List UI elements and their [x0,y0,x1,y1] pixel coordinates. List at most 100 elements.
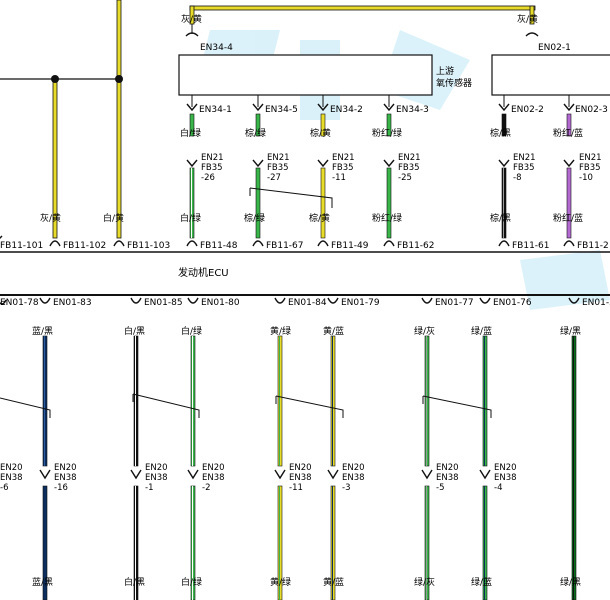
svg-text:绿/灰: 绿/灰 [414,325,435,337]
svg-text:-2: -2 [202,483,210,493]
svg-text:EN01-77: EN01-77 [435,298,474,308]
svg-text:蓝/黑: 蓝/黑 [32,325,53,337]
svg-text:FB11-67: FB11-67 [266,241,304,251]
svg-text:EN20: EN20 [342,463,365,473]
svg-text:棕/黑: 棕/黑 [490,212,511,224]
svg-text:EN21: EN21 [513,153,536,163]
svg-text:-3: -3 [342,483,350,493]
svg-text:黄/蓝: 黄/蓝 [323,576,344,588]
svg-text:白/黑: 白/黑 [124,576,145,588]
svg-text:EN20: EN20 [494,463,517,473]
svg-text:FB11-2: FB11-2 [577,241,609,251]
svg-text:EN38: EN38 [54,473,77,483]
svg-text:-16: -16 [54,483,68,493]
wire-en01-80: EN01-80 白/绿 EN20 EN38 -2 白/绿 [181,297,240,600]
svg-text:EN34-1: EN34-1 [199,105,232,115]
svg-text:灰/黄: 灰/黄 [517,13,538,25]
svg-text:FB35: FB35 [267,163,289,173]
svg-text:-11: -11 [332,173,346,183]
svg-text:绿/黑: 绿/黑 [560,325,581,337]
wire-en01-5: EN01-5 绿/黑 绿/黑 [560,297,610,600]
sensor-box [178,54,433,96]
svg-text:氧传感器: 氧传感器 [436,77,472,89]
svg-text:发动机ECU: 发动机ECU [178,266,229,279]
wire-en01-83: EN01-83 蓝/黑 EN20 EN38 -16 蓝/黑 [32,297,92,600]
svg-text:黄/绿: 黄/绿 [270,325,291,337]
svg-text:白/绿: 白/绿 [181,576,202,588]
wire-en02-2: EN02-2 棕/黑 EN21 FB35 -8 棕/黑 [490,95,544,239]
svg-text:粉红/绿: 粉红/绿 [372,212,402,224]
downstream-wires: EN02-2 棕/黑 EN21 FB35 -8 棕/黑 EN02-3 粉红/蓝 … [490,95,608,239]
twisted-pair-marker [422,395,492,418]
wire-en34-1: EN34-1 白/绿 EN21 FB35 -26 白/绿 [180,95,232,239]
svg-text:EN01-83: EN01-83 [53,298,92,308]
svg-text:EN20: EN20 [145,463,168,473]
svg-text:绿/蓝: 绿/蓝 [471,576,492,588]
svg-text:-25: -25 [398,173,412,183]
svg-text:-6: -6 [0,483,8,493]
svg-text:EN34-2: EN34-2 [330,105,363,115]
wire-en01-84: EN01-84 黄/绿 EN20 EN38 -11 黄/绿 [270,297,327,600]
svg-text:FB11-103: FB11-103 [127,241,170,251]
junction-dot [51,75,59,83]
upstream-o2-sensor: 灰/黄 EN34-4 上游 氧传感器 [178,13,472,96]
svg-text:白/绿: 白/绿 [180,127,201,139]
svg-text:EN20: EN20 [202,463,225,473]
wire-en01-76: EN01-76 绿/蓝 EN20 EN38 -4 绿/蓝 [471,297,532,600]
svg-text:FB11-61: FB11-61 [512,241,550,251]
svg-text:EN01-80: EN01-80 [201,298,240,308]
svg-text:EN20: EN20 [54,463,77,473]
wire-en34-2: EN34-2 棕/黄 EN21 FB35 -11 棕/黄 [309,95,363,239]
svg-text:EN01-84: EN01-84 [288,298,327,308]
wire-en01-79: EN01-79 黄/蓝 EN20 EN38 -3 黄/蓝 [323,297,380,600]
svg-text:黄/绿: 黄/绿 [270,576,291,588]
svg-text:绿/蓝: 绿/蓝 [471,325,492,337]
svg-text:白/绿: 白/绿 [180,212,201,224]
svg-text:灰/黄: 灰/黄 [40,212,61,224]
svg-text:EN38: EN38 [342,473,365,483]
svg-text:EN02-3: EN02-3 [575,105,608,115]
svg-text:-5: -5 [436,483,444,493]
top-power-bus [116,0,536,239]
svg-text:EN34-5: EN34-5 [265,105,298,115]
svg-text:绿/灰: 绿/灰 [414,576,435,588]
svg-text:-10: -10 [579,173,593,183]
svg-text:EN34-4: EN34-4 [200,43,233,53]
ecu-bottom-wires: EN01-78 EN20 EN38 -6 EN01-83 蓝/黑 EN20 EN… [0,297,610,600]
downstream-o2-sensor: 灰/黄 EN02-1 [491,13,610,96]
svg-text:EN21: EN21 [398,153,421,163]
svg-text:EN21: EN21 [332,153,355,163]
svg-text:棕/黄: 棕/黄 [309,212,330,224]
connector-symbol [185,32,199,37]
top-left-wire-labels: 灰/黄 白/黄 [40,212,124,224]
svg-text:灰/黄: 灰/黄 [181,13,202,25]
svg-text:FB35: FB35 [332,163,354,173]
svg-text:上游: 上游 [436,65,454,77]
svg-text:EN38: EN38 [202,473,225,483]
svg-text:棕/绿: 棕/绿 [245,127,266,139]
svg-text:EN38: EN38 [494,473,517,483]
wire-en01-78: EN01-78 EN20 EN38 -6 [0,298,39,493]
svg-text:FB35: FB35 [398,163,420,173]
wire-en34-5: EN34-5 棕/绿 EN21 FB35 -27 棕/绿 [244,95,298,239]
svg-text:-4: -4 [494,483,502,493]
left-ground-line [0,75,123,239]
svg-text:EN38: EN38 [289,473,312,483]
svg-text:FB11-102: FB11-102 [63,241,106,251]
wire-en01-77: EN01-77 绿/灰 EN20 EN38 -5 绿/灰 [414,297,474,600]
svg-text:EN02-1: EN02-1 [538,43,571,53]
svg-text:棕/黑: 棕/黑 [490,127,511,139]
svg-text:EN01-78: EN01-78 [0,298,39,308]
upstream-wires: EN34-1 白/绿 EN21 FB35 -26 白/绿 EN34-5 棕/绿 … [180,95,429,239]
svg-text:-26: -26 [201,173,215,183]
svg-text:FB35: FB35 [579,163,601,173]
twisted-pair-marker [249,187,333,208]
twisted-pair-marker [0,397,51,418]
svg-text:EN38: EN38 [145,473,168,483]
ecu-top-connectors: FB11-101 FB11-102 FB11-103 FB11-48 FB11-… [0,235,609,251]
svg-text:EN01-76: EN01-76 [493,298,532,308]
svg-text:EN38: EN38 [0,473,23,483]
svg-text:粉红/蓝: 粉红/蓝 [553,127,583,139]
svg-text:EN02-2: EN02-2 [511,105,544,115]
